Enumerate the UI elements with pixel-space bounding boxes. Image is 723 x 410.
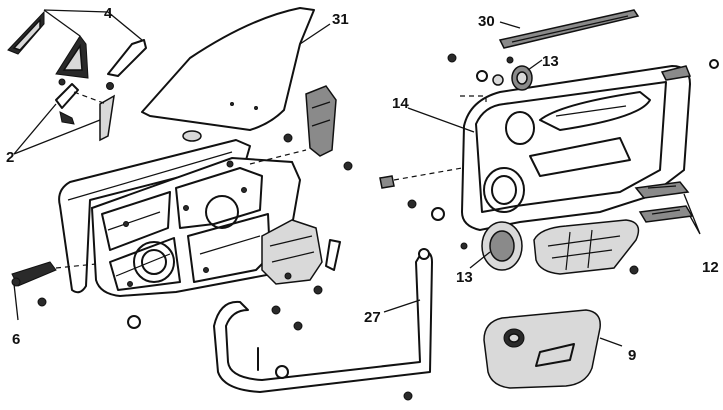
callout-30: 30 xyxy=(478,13,495,30)
armrest-pull-cup xyxy=(533,219,640,275)
regulator-trim-strip xyxy=(325,239,341,271)
callout-6: 6 xyxy=(12,331,20,348)
screw-lower-1 xyxy=(271,305,281,315)
dash-leader-2 xyxy=(73,91,107,105)
door-check xyxy=(11,261,57,287)
dash-leader-top xyxy=(460,95,487,104)
screw-lower-3 xyxy=(313,285,323,295)
screw-actuator-2 xyxy=(343,161,353,171)
screw-check xyxy=(37,297,47,307)
mirror-arm xyxy=(55,82,114,125)
callout-9: 9 xyxy=(628,347,636,364)
screw-actuator-1 xyxy=(283,133,293,143)
power-window-switch-lower xyxy=(638,205,694,223)
door-weatherstrip xyxy=(213,248,433,393)
callout-2: 2 xyxy=(6,149,14,166)
callout-13-lower: 13 xyxy=(456,269,473,286)
mirror-triangle-bracket xyxy=(55,35,89,86)
callout-13-upper: 13 xyxy=(542,53,559,70)
callout-14: 14 xyxy=(392,95,409,112)
panel-retainer-clips xyxy=(379,175,468,250)
weatherstrip-clip xyxy=(403,391,413,401)
callout-4: 4 xyxy=(104,5,113,22)
dash-leader-actuator xyxy=(249,149,307,165)
screw-shell-1 xyxy=(226,160,234,168)
door-inner-panel xyxy=(90,156,302,298)
division-bar xyxy=(99,94,115,142)
mirror-triangle-trim xyxy=(7,10,45,55)
callout-27: 27 xyxy=(364,309,381,326)
power-window-switch-upper xyxy=(634,181,690,199)
belt-molding xyxy=(498,9,640,49)
speaker-grille-upper xyxy=(511,65,533,91)
quarter-window-glass xyxy=(107,39,147,77)
callout-31: 31 xyxy=(332,11,349,28)
screw-lower-2 xyxy=(293,321,303,331)
glass-clip xyxy=(182,130,202,142)
handle-bezel-top-right xyxy=(660,59,719,81)
callout-12: 12 xyxy=(702,259,719,276)
dash-leader-clips xyxy=(393,167,463,181)
armrest-screw xyxy=(629,265,639,275)
mirror-cap-screws xyxy=(447,53,514,86)
door-bottom-grommet xyxy=(127,315,141,329)
door-trim-panel xyxy=(460,64,692,232)
window-regulator xyxy=(261,219,323,285)
door-glass xyxy=(141,7,315,131)
callout-leaders xyxy=(13,9,701,347)
inner-handle-bezel xyxy=(483,309,601,389)
lock-actuator xyxy=(305,85,337,157)
dash-leader-check xyxy=(55,263,97,269)
speaker-grille-lower xyxy=(481,221,523,271)
